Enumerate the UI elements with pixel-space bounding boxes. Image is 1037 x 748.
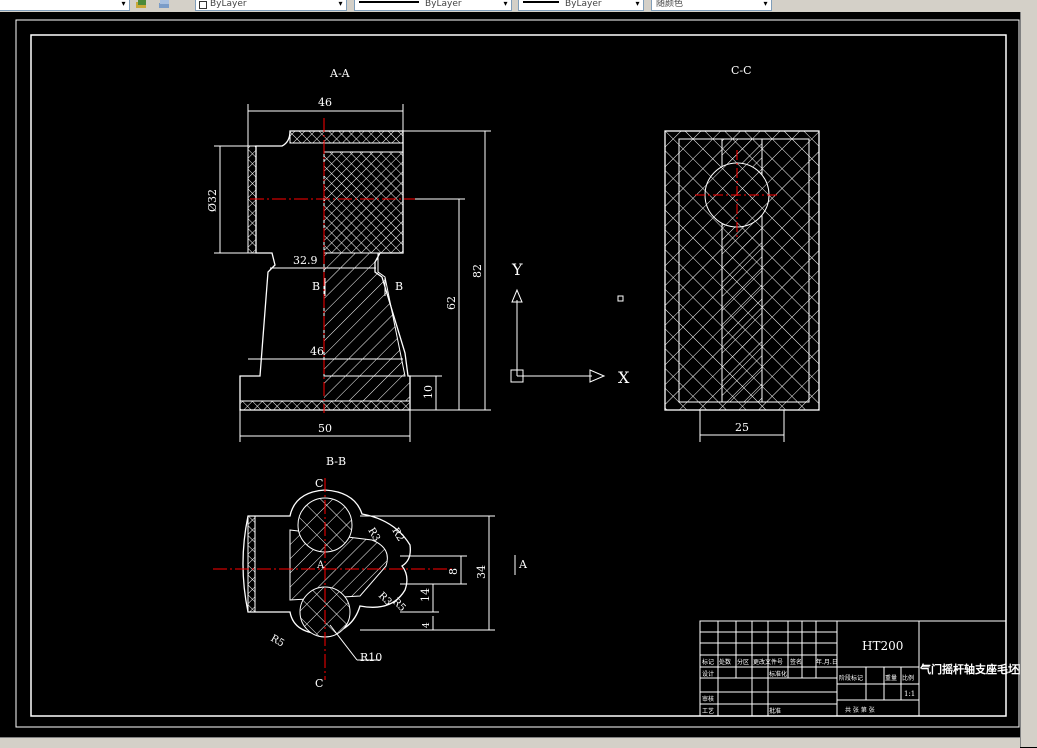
ucs-x-label: X [618, 368, 630, 387]
title-row-label-1: 标记 [702, 658, 714, 666]
section-cc-view: C-C 25 [664, 64, 820, 442]
section-aa-view: A-A 46 Ø32 32.9 46 50 82 62 [206, 67, 491, 442]
title-checker: 审核 [702, 695, 714, 703]
bb-outline [242, 489, 411, 635]
aa-top-wall [289, 130, 404, 144]
cut-mark-a-right: A [518, 558, 528, 571]
aa-dim-10: 10 [422, 385, 435, 399]
aa-upper-hatch [323, 151, 404, 254]
title-row-label-5: 签名 [790, 658, 802, 666]
aa-base-hatch [324, 376, 410, 401]
title-scale: 1:1 [904, 690, 915, 698]
color-control-value: ByLayer [210, 0, 247, 9]
plotstyle-dropdown[interactable]: 随颜色 ▾ [651, 0, 772, 11]
chevron-down-icon: ▾ [503, 0, 508, 8]
section-cc-label: C-C [731, 64, 752, 77]
title-row-label-2: 处数 [719, 658, 731, 666]
model-space-background [0, 12, 1020, 737]
cut-mark-c-top: C [315, 477, 323, 490]
cut-mark-a-left: A [316, 560, 325, 571]
properties-toolbar: ▾ ByLayer ▾ ByLayer ▾ ByLayer ▾ 随颜色 ▾ [0, 0, 1037, 13]
plotstyle-value: 随颜色 [656, 0, 684, 9]
title-drawing-name: 气门摇杆轴支座毛坯图 [919, 662, 1020, 676]
linetype-value: ByLayer [425, 0, 462, 9]
title-row-label-6: 年.月.日 [816, 658, 838, 666]
cut-mark-b-left: B [312, 280, 320, 293]
chevron-down-icon: ▾ [121, 0, 126, 8]
aa-dim-46: 46 [318, 96, 332, 109]
bb-leader-r10 [329, 624, 358, 661]
title-designer: 设计 [702, 670, 714, 678]
pickbox-cursor [617, 295, 624, 302]
title-block-text: HT200 气门摇杆轴支座毛坯图 标记 处数 分区 更改文件号 签名 年.月.日… [702, 639, 1020, 715]
cut-mark-c-bottom: C [315, 677, 323, 690]
title-row-label-4: 更改文件号 [753, 658, 783, 666]
chevron-down-icon: ▾ [338, 0, 343, 8]
lineweight-preview [523, 1, 559, 3]
bb-dim-34: 34 [475, 565, 488, 579]
color-swatch-icon [199, 1, 207, 9]
color-control-dropdown[interactable]: ByLayer ▾ [195, 0, 347, 11]
cut-mark-b-right: B [395, 280, 403, 293]
title-stage-3: 比例 [902, 674, 914, 682]
sheet-outer-border [15, 19, 1020, 728]
ucs-y-label: Y [511, 260, 523, 279]
aa-dim-neck: 32.9 [293, 254, 318, 267]
lineweight-value: ByLayer [565, 0, 602, 9]
section-bb-view: B-B C C A A 34 8 14 4 R10 R5 R3 R2 R [213, 455, 528, 690]
bb-dim-4: 4 [422, 622, 432, 628]
aa-dim-62: 62 [445, 296, 458, 310]
aa-dim-diameter: Ø32 [206, 189, 219, 212]
section-bb-label: B-B [326, 455, 346, 468]
vertical-scrollbar[interactable] [1020, 12, 1037, 747]
layer-state-icon[interactable] [135, 0, 148, 10]
linetype-preview [359, 1, 419, 3]
section-aa-label: A-A [329, 67, 351, 80]
ucs-icon: Y X [510, 260, 630, 387]
bb-dim-r10: R10 [360, 651, 382, 664]
title-sheets: 共 张 第 张 [845, 706, 875, 714]
title-approve: 批准 [769, 707, 781, 715]
drawing-canvas[interactable]: A-A 46 Ø32 32.9 46 50 82 62 [0, 12, 1020, 737]
title-block [699, 620, 1007, 717]
title-stage-2: 重量 [885, 674, 897, 682]
aa-dim-50: 50 [318, 422, 332, 435]
sheet-inner-border [30, 34, 1007, 717]
chevron-down-icon: ▾ [635, 0, 640, 8]
chevron-down-icon: ▾ [763, 0, 768, 8]
layer-dropdown[interactable]: ▾ [0, 0, 130, 11]
title-material: HT200 [862, 639, 903, 653]
title-stage-1: 阶段标记 [839, 674, 863, 682]
title-process: 工艺 [702, 707, 714, 715]
lineweight-dropdown[interactable]: ByLayer ▾ [518, 0, 644, 11]
bb-dim-8: 8 [447, 568, 460, 575]
bb-left-wall [247, 515, 256, 613]
aa-dim-base-inner: 46 [310, 345, 324, 358]
aa-base-wall [239, 400, 411, 411]
cc-dim-25: 25 [735, 421, 749, 434]
layers-icon[interactable] [158, 0, 171, 10]
linetype-dropdown[interactable]: ByLayer ▾ [354, 0, 512, 11]
bb-dim-14: 14 [419, 588, 432, 602]
horizontal-scrollbar[interactable] [0, 737, 1020, 748]
title-row-label-3: 分区 [737, 658, 749, 666]
aa-dim-82: 82 [471, 264, 484, 278]
title-standard: 标准化 [769, 670, 787, 678]
